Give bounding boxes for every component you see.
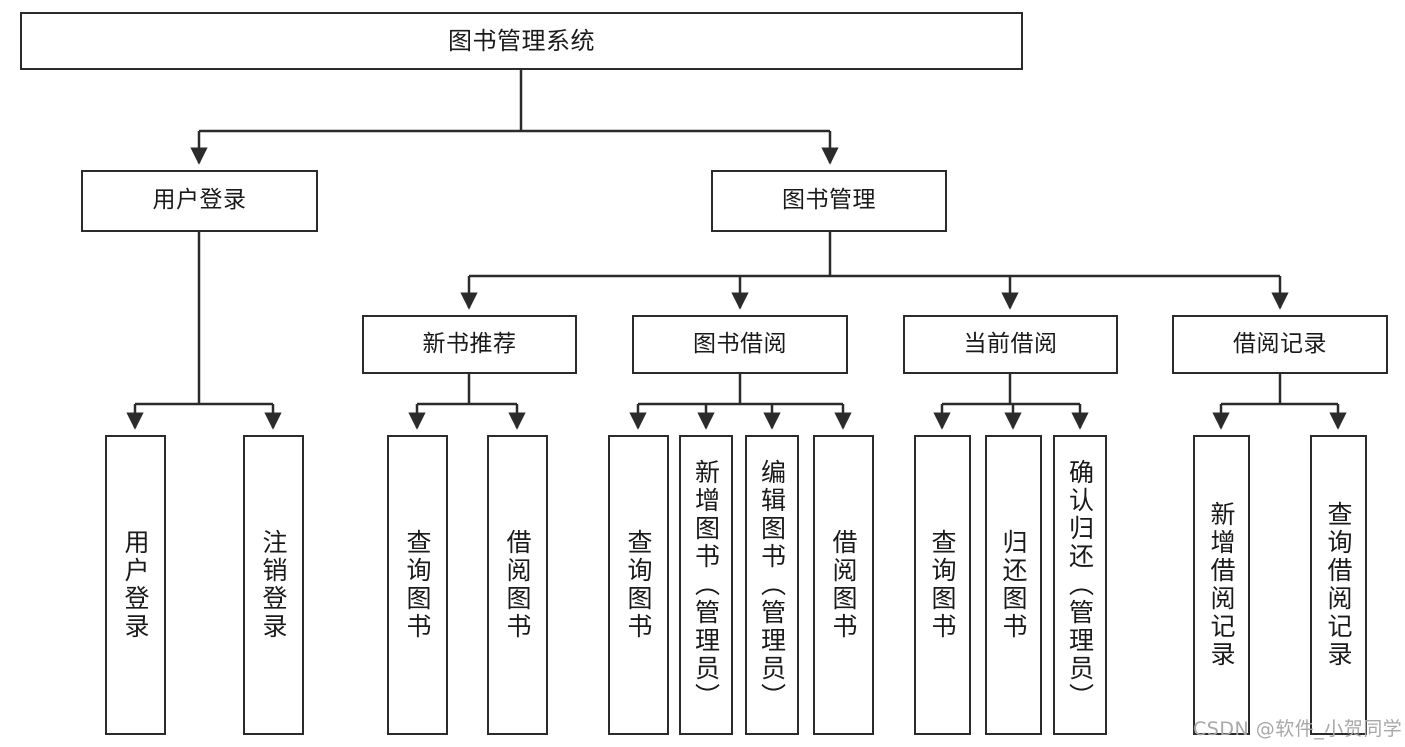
leaf-node[interactable]: 查询图书 [387,435,448,735]
node-label: 编辑图书（管理员） [757,459,787,711]
node-tier3-borrow-record[interactable]: 借阅记录 [1172,315,1388,374]
leaf-node[interactable]: 用户登录 [105,435,166,735]
node-label: 确认归还（管理员） [1065,459,1095,711]
node-label: 查询图书 [928,529,957,641]
node-label: 用户登录 [152,187,247,214]
node-label: 借阅记录 [1233,330,1327,357]
node-label: 图书借阅 [693,330,787,357]
node-label: 图书管理系统 [448,26,595,55]
node-tier2-user-login[interactable]: 用户登录 [81,170,318,232]
node-tier3-current-borrow[interactable]: 当前借阅 [903,315,1118,374]
leaf-node[interactable]: 注销登录 [243,435,304,735]
leaf-node[interactable]: 编辑图书（管理员） [745,435,799,735]
csdn-watermark: CSDN @软件_小贺同学 [1193,718,1403,740]
leaf-node[interactable]: 查询借阅记录 [1310,435,1367,735]
leaf-node[interactable]: 借阅图书 [813,435,874,735]
node-label: 借阅图书 [503,529,532,641]
leaf-node[interactable]: 归还图书 [985,435,1042,735]
node-label: 当前借阅 [963,330,1058,357]
node-label: 注销登录 [259,529,288,641]
node-tier2-book-management[interactable]: 图书管理 [711,170,947,232]
leaf-node[interactable]: 借阅图书 [487,435,548,735]
node-label: 新增借阅记录 [1207,501,1236,669]
leaf-node[interactable]: 确认归还（管理员） [1053,435,1107,735]
leaf-node[interactable]: 查询图书 [914,435,971,735]
leaf-node[interactable]: 新增借阅记录 [1193,435,1250,735]
node-label: 图书管理 [782,187,876,214]
node-label: 查询图书 [403,529,432,641]
node-label: 新书推荐 [422,330,517,357]
node-tier3-book-borrow[interactable]: 图书借阅 [632,315,848,374]
node-tier3-new-book-recommend[interactable]: 新书推荐 [362,315,577,374]
node-label: 新增图书（管理员） [691,459,721,711]
leaf-node[interactable]: 查询图书 [608,435,669,735]
node-label: 用户登录 [121,529,150,641]
node-root[interactable]: 图书管理系统 [20,12,1023,70]
node-label: 归还图书 [999,529,1028,641]
node-label: 查询图书 [624,529,653,641]
node-label: 查询借阅记录 [1324,501,1353,669]
node-label: 借阅图书 [829,529,858,641]
leaf-node[interactable]: 新增图书（管理员） [679,435,733,735]
